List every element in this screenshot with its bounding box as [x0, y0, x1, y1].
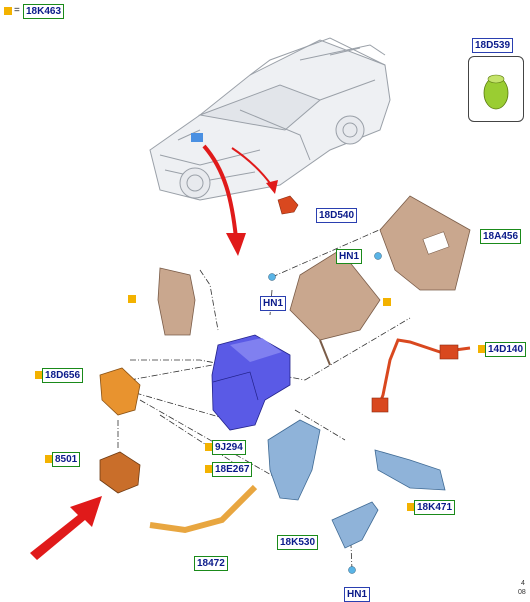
screw-hn1-c	[348, 566, 356, 574]
part-label-14D140[interactable]: 14D140	[485, 342, 527, 357]
marker-mid-bracket	[383, 298, 391, 306]
part-label-9J294[interactable]: 9J294	[212, 440, 246, 455]
marker-14D140	[478, 345, 486, 353]
screw-hn1-b	[268, 273, 276, 281]
big-red-arrow	[30, 496, 102, 560]
part-label-18K530[interactable]: 18K530	[277, 535, 319, 550]
marker-8501	[45, 455, 53, 463]
duct-18E267-shape	[267, 419, 321, 501]
legend-part-label[interactable]: 18K463	[23, 4, 65, 19]
bracket-left-shape	[157, 267, 196, 336]
part-18D540-shape	[277, 195, 299, 215]
part-label-hn1-b[interactable]: HN1	[260, 296, 287, 311]
part-label-18A456[interactable]: 18A456	[480, 229, 522, 244]
marker-18D656	[35, 371, 43, 379]
part-label-hn1-a[interactable]: HN1	[336, 249, 363, 264]
legend-marker	[4, 7, 12, 15]
callout-box	[468, 56, 524, 122]
part-label-8501[interactable]: 8501	[52, 452, 81, 467]
pipe-18472-shape	[149, 484, 258, 534]
marker-18E267	[205, 465, 213, 473]
part-label-18472[interactable]: 18472	[194, 556, 228, 571]
valve-18D656-shape	[99, 367, 141, 416]
part-label-18K471[interactable]: 18K471	[414, 500, 456, 515]
heater-location-marker	[191, 133, 203, 142]
arrow-head-right	[266, 180, 278, 194]
part-label-18D656[interactable]: 18D656	[42, 368, 84, 383]
part-label-18D539[interactable]: 18D539	[472, 38, 514, 53]
marker-left-bracket	[128, 295, 136, 303]
assembly-leader-lines	[117, 211, 421, 571]
corner-ref-line2: 08	[518, 589, 526, 596]
truck-illustration	[149, 37, 391, 201]
arrow-head-down	[226, 233, 246, 256]
legend-equals: =	[14, 5, 20, 16]
duct-18K471-shape	[374, 449, 446, 491]
part-label-18D540[interactable]: 18D540	[316, 208, 358, 223]
screw-hn1-a	[374, 252, 382, 260]
part-label-18E267[interactable]: 18E267	[212, 462, 253, 477]
marker-9J294	[205, 443, 213, 451]
plug-18D539-shape	[483, 74, 509, 110]
corner-ref-line1: 4	[521, 580, 525, 587]
bracket-18K530-shape	[331, 501, 379, 549]
pump-8501-shape	[99, 451, 141, 494]
marker-18K471	[407, 503, 415, 511]
red-leader-arrow	[202, 144, 238, 239]
heater-9J294-shape	[211, 334, 291, 431]
